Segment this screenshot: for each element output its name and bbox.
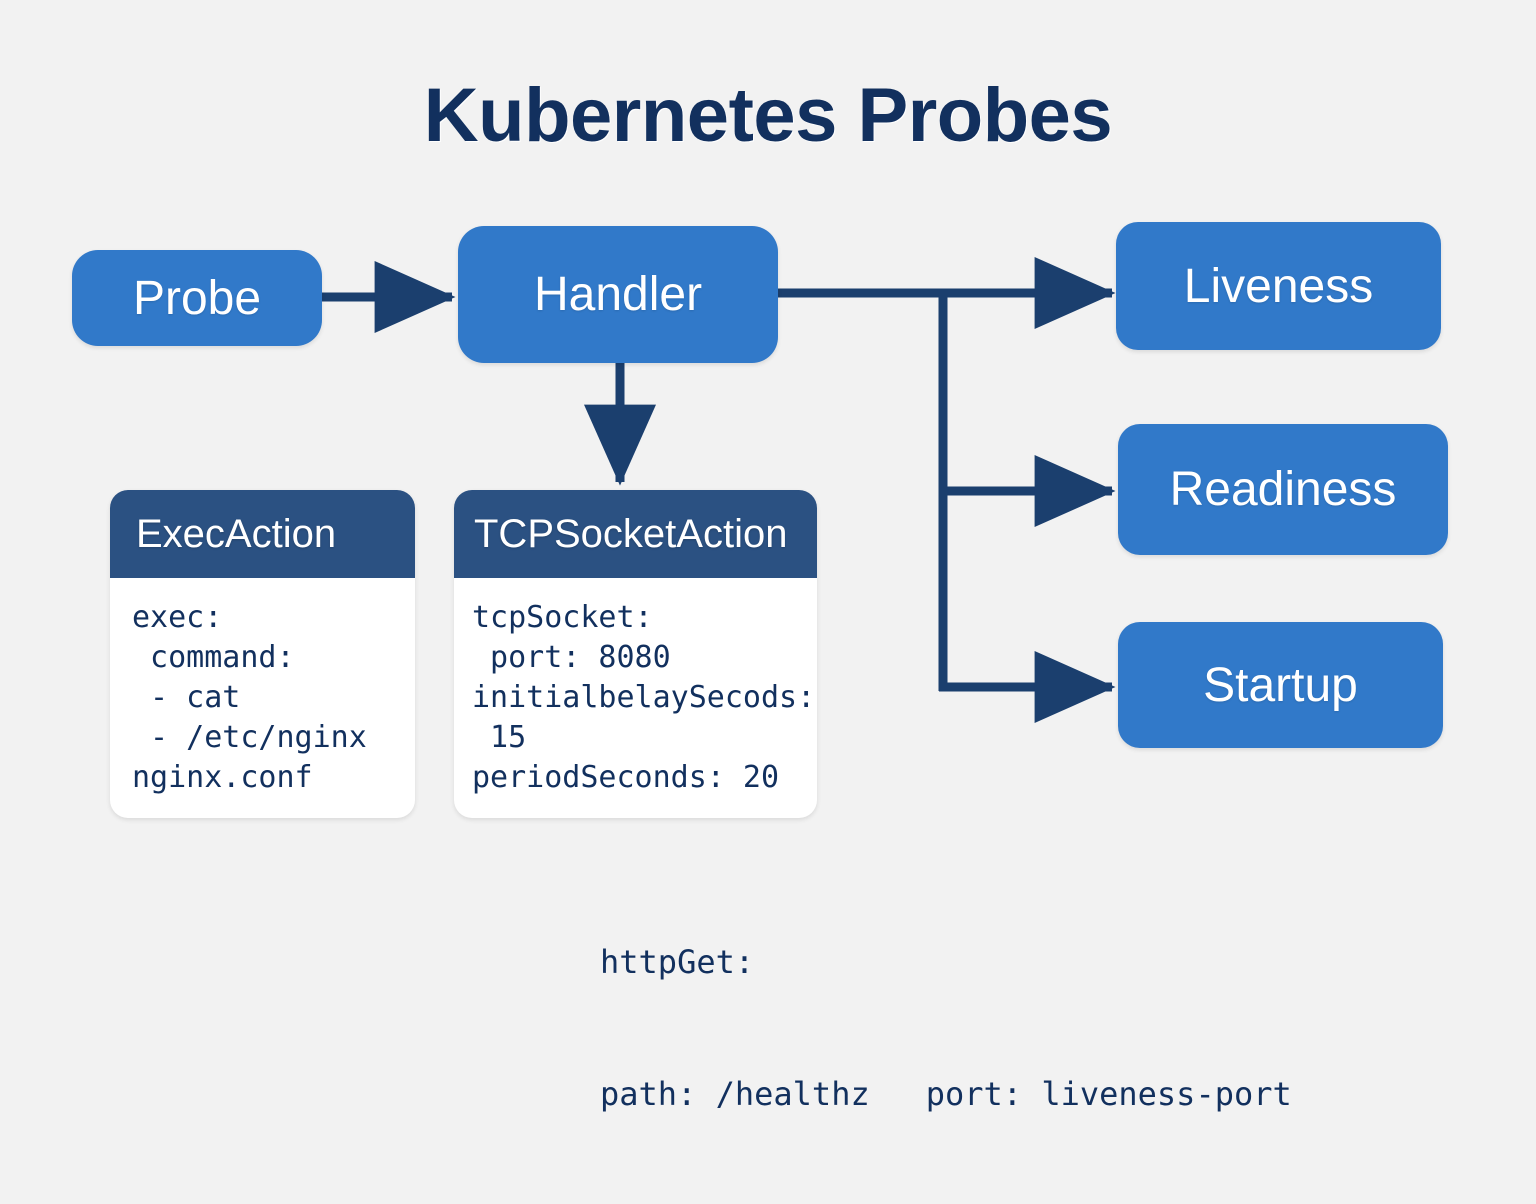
card-tcp-socket-action-code: tcpSocket: port: 8080 initialbelaySecods… [472, 600, 816, 795]
diagram-canvas: Kubernetes Probes Probe Handler Liveness… [72, 73, 1448, 1113]
bottom-code-line-1: httpGet: [600, 940, 1292, 984]
node-readiness[interactable]: Readiness [1118, 424, 1448, 555]
bottom-code-httpget: httpGet: [600, 943, 755, 981]
card-exec-action-header: ExecAction [110, 490, 415, 578]
node-handler[interactable]: Handler [458, 226, 778, 363]
page-title: Kubernetes Probes [423, 73, 1113, 158]
node-probe[interactable]: Probe [72, 250, 322, 346]
card-exec-action-code: exec: command: - cat - /etc/nginx nginx.… [132, 600, 367, 795]
bottom-code-line-2: path: /healthz port: liveness-port [600, 1072, 1292, 1116]
bottom-code-block: httpGet: path: /healthz port: liveness-p… [600, 852, 1292, 1204]
node-liveness[interactable]: Liveness [1116, 222, 1441, 350]
bottom-code-spacer [870, 1072, 926, 1116]
card-tcp-socket-action: TCPSocketAction tcpSocket: port: 8080 in… [454, 490, 817, 818]
card-exec-action: ExecAction exec: command: - cat - /etc/n… [110, 490, 415, 818]
node-startup[interactable]: Startup [1118, 622, 1443, 748]
bottom-code-port: port: liveness-port [925, 1075, 1292, 1113]
bottom-code-path: path: /healthz [600, 1075, 870, 1113]
card-tcp-socket-action-header: TCPSocketAction [454, 490, 817, 578]
